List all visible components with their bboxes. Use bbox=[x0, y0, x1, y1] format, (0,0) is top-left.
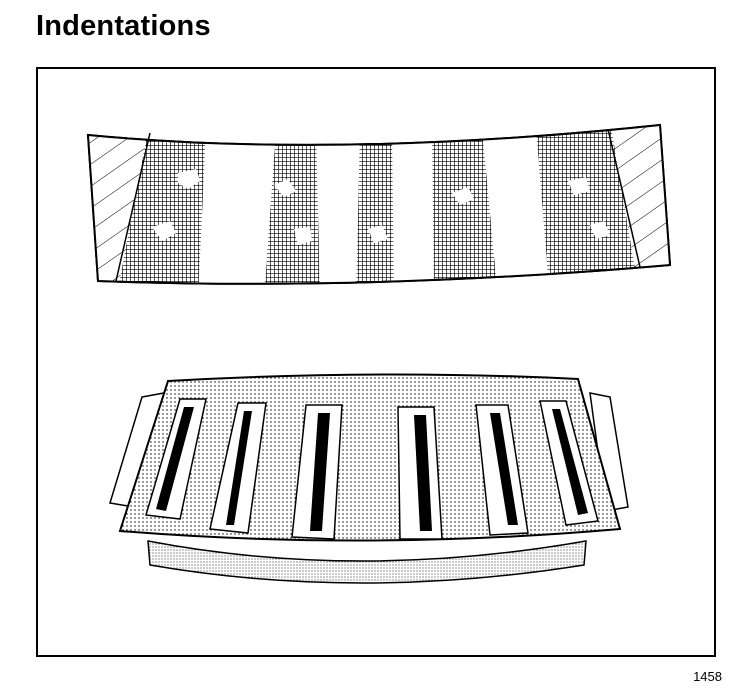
figure-number: 1458 bbox=[693, 669, 722, 684]
roller-window bbox=[291, 404, 343, 540]
roller-window bbox=[145, 398, 207, 520]
page-title: Indentations bbox=[36, 10, 211, 42]
roller-cage bbox=[109, 373, 629, 584]
illustration-frame bbox=[36, 67, 716, 657]
roller-window bbox=[475, 404, 529, 536]
roller-window bbox=[397, 406, 443, 540]
roller-window bbox=[209, 402, 267, 534]
bearing-race bbox=[86, 123, 672, 285]
indentation-illustration bbox=[86, 123, 672, 584]
roller-window bbox=[539, 400, 599, 526]
